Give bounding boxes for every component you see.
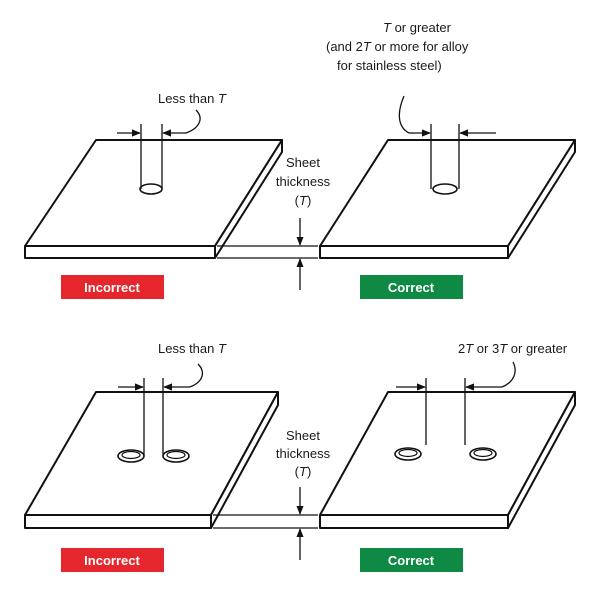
svg-text:Correct: Correct: [388, 280, 435, 295]
bottom-thickness-indicator: [213, 487, 318, 560]
bottom-right-plate: [319, 361, 576, 529]
bottom-right-label: 2T or 3T or greater: [458, 341, 568, 356]
top-incorrect-badge: Incorrect: [61, 275, 164, 299]
bottom-thickness-label-3: (T): [295, 464, 312, 479]
svg-text:Incorrect: Incorrect: [84, 553, 140, 568]
bottom-correct-badge: Correct: [360, 548, 463, 572]
top-right-label-3: for stainless steel): [337, 58, 442, 73]
bottom-thickness-label-2: thickness: [276, 446, 331, 461]
bottom-incorrect-badge: Incorrect: [61, 548, 164, 572]
top-right-label-1: T or greater: [383, 20, 452, 35]
top-left-plate: [24, 109, 283, 259]
top-thickness-label-2: thickness: [276, 174, 331, 189]
svg-text:Incorrect: Incorrect: [84, 280, 140, 295]
top-thickness-label-1: Sheet: [286, 155, 320, 170]
top-left-label: Less than T: [158, 91, 227, 106]
bottom-thickness-label-1: Sheet: [286, 428, 320, 443]
bottom-left-label: Less than T: [158, 341, 227, 356]
svg-text:Correct: Correct: [388, 553, 435, 568]
top-right-label-2: (and 2T or more for alloy: [326, 39, 469, 54]
top-left-hole: [139, 183, 163, 195]
top-thickness-label-3: (T): [295, 193, 312, 208]
top-correct-badge: Correct: [360, 275, 463, 299]
top-right-hole: [432, 183, 458, 195]
top-right-plate: [319, 95, 576, 259]
bottom-left-plate: [24, 363, 279, 529]
top-thickness-indicator: [217, 218, 318, 290]
